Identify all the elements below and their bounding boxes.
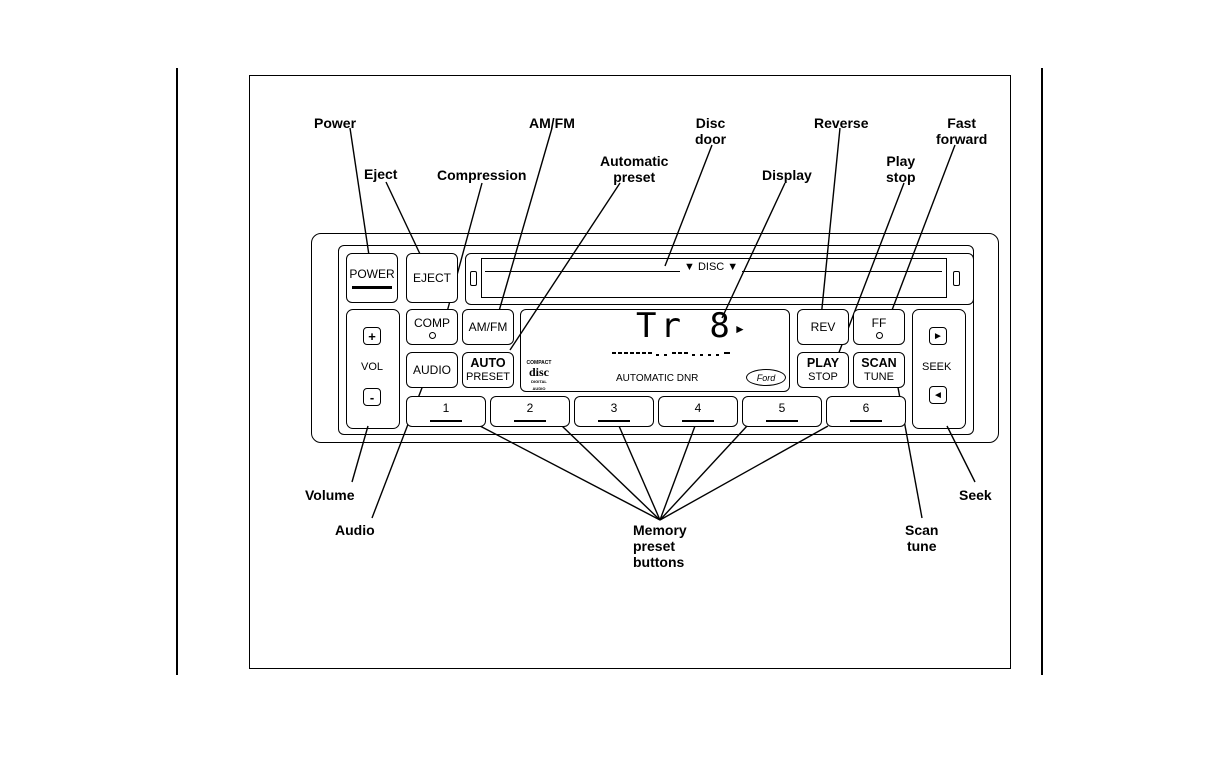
play-label: PLAY: [806, 356, 840, 370]
callout-compression: Compression: [437, 167, 527, 183]
callout-automatic-preset: Automatic preset: [600, 153, 669, 185]
seek-control: [912, 309, 966, 429]
display-play-arrow-icon: ►: [734, 322, 746, 336]
preset-label: PRESET: [465, 371, 510, 383]
comp-button[interactable]: COMP: [406, 309, 458, 345]
preset-6-label: 6: [862, 401, 870, 415]
disc-slot-line-left: [485, 271, 680, 272]
ff-button[interactable]: FF: [853, 309, 905, 345]
radio-faceplate: [311, 233, 999, 443]
comp-label: COMP: [414, 315, 450, 330]
stop-label: STOP: [808, 371, 838, 383]
callout-volume: Volume: [305, 487, 355, 503]
display-caption: AUTOMATIC DNR: [616, 373, 699, 384]
preset-button-1[interactable]: 1: [406, 396, 486, 427]
volume-up-button[interactable]: +: [363, 327, 381, 345]
callout-power: Power: [314, 115, 357, 131]
display-level-dashes: [612, 352, 730, 356]
preset-5-label: 5: [778, 401, 786, 415]
power-label: POWER: [349, 267, 395, 281]
disc-door[interactable]: [465, 253, 974, 305]
comp-led-icon: [428, 331, 436, 339]
disc-slot-line-right: [742, 271, 942, 272]
display-panel: [520, 309, 790, 392]
eject-label: EJECT: [412, 271, 451, 285]
compact-disc-logo: COMPACT disc DIGITAL AUDIO: [526, 360, 552, 391]
callout-fast-forward: Fast forward: [936, 115, 988, 147]
audio-label: AUDIO: [412, 363, 451, 377]
disc-notch-right: [953, 271, 960, 286]
preset-4-label: 4: [694, 401, 702, 415]
scan-tune-button[interactable]: SCAN TUNE: [853, 352, 905, 388]
preset-3-label: 3: [610, 401, 618, 415]
rev-button[interactable]: REV: [797, 309, 849, 345]
callout-display: Display: [762, 167, 812, 183]
seek-label: SEEK: [922, 361, 952, 373]
disc-slot: [481, 258, 947, 298]
disc-label: ▼ DISC ▼: [684, 261, 739, 273]
ff-led-icon: [875, 331, 883, 339]
amfm-label: AM/FM: [468, 320, 508, 334]
auto-preset-button[interactable]: AUTO PRESET: [462, 352, 514, 388]
preset-button-4[interactable]: 4: [658, 396, 738, 427]
disc-notch-left: [470, 271, 477, 286]
radio-inner-panel: [338, 245, 974, 435]
preset-button-5[interactable]: 5: [742, 396, 822, 427]
ford-logo: Ford: [746, 369, 786, 386]
preset-2-label: 2: [526, 401, 534, 415]
preset-4-bar: [682, 420, 714, 422]
power-indicator-bar: [352, 286, 392, 289]
seek-up-button[interactable]: ►: [929, 327, 947, 345]
callout-amfm: AM/FM: [529, 115, 575, 131]
preset-3-bar: [598, 420, 630, 422]
callout-scan-tune: Scan tune: [905, 522, 939, 554]
callout-audio: Audio: [335, 522, 375, 538]
volume-control: [346, 309, 400, 429]
preset-button-2[interactable]: 2: [490, 396, 570, 427]
preset-1-label: 1: [442, 401, 450, 415]
ff-label: FF: [871, 315, 887, 330]
audio-button[interactable]: AUDIO: [406, 352, 458, 388]
rev-label: REV: [810, 320, 836, 334]
display-track-readout: Tr 8: [636, 306, 734, 346]
preset-1-bar: [430, 420, 462, 422]
callout-reverse: Reverse: [814, 115, 869, 131]
page-rule-right: [1041, 68, 1043, 675]
seek-down-button[interactable]: ◄: [929, 386, 947, 404]
preset-2-bar: [514, 420, 546, 422]
preset-6-bar: [850, 420, 882, 422]
scan-label: SCAN: [861, 356, 897, 370]
preset-button-3[interactable]: 3: [574, 396, 654, 427]
power-button[interactable]: POWER: [346, 253, 398, 303]
amfm-button[interactable]: AM/FM: [462, 309, 514, 345]
page-rule-left: [176, 68, 178, 675]
volume-label: VOL: [361, 361, 384, 373]
auto-label: AUTO: [470, 356, 506, 370]
volume-down-button[interactable]: -: [363, 388, 381, 406]
eject-button[interactable]: EJECT: [406, 253, 458, 303]
callout-play-stop: Play stop: [886, 153, 916, 185]
tune-label: TUNE: [864, 371, 894, 383]
preset-button-6[interactable]: 6: [826, 396, 906, 427]
preset-5-bar: [766, 420, 798, 422]
callout-seek: Seek: [959, 487, 992, 503]
callout-eject: Eject: [364, 166, 398, 182]
play-stop-button[interactable]: PLAY STOP: [797, 352, 849, 388]
figure-frame: [249, 75, 1011, 669]
callout-memory-preset-buttons: Memory preset buttons: [633, 522, 687, 570]
callout-disc-door: Disc door: [695, 115, 727, 147]
